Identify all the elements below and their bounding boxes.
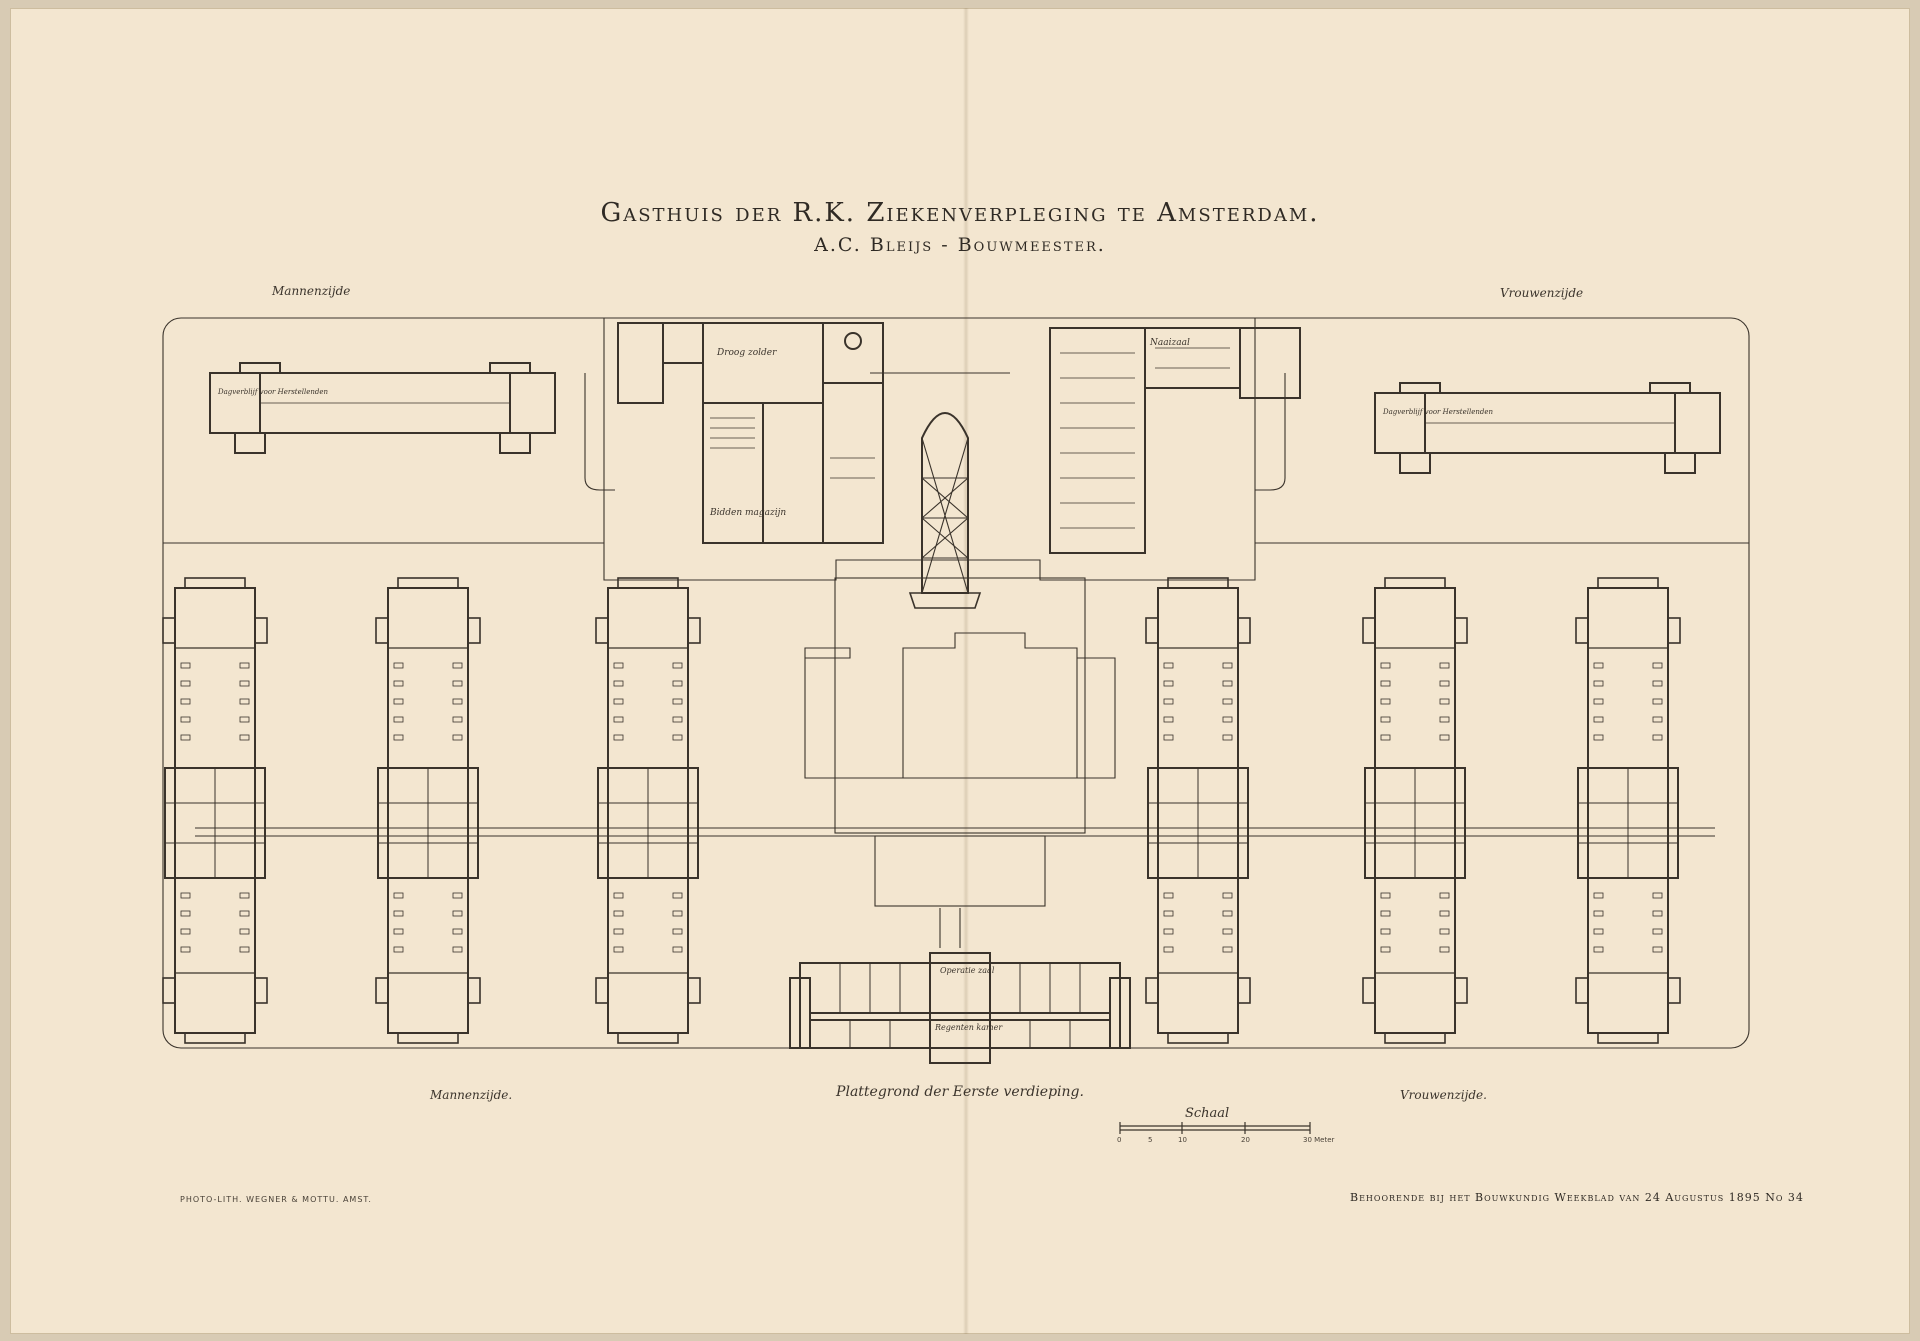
room-label: Naaizaal xyxy=(1150,338,1190,348)
site-boundary xyxy=(162,317,1750,1049)
label-bottom-left-side: Mannenzijde. xyxy=(430,1088,513,1102)
label-top-left-side: Mannenzijde xyxy=(272,284,351,298)
lithographer-credit: PHOTO-LITH. WEGNER & MOTTU. AMST. xyxy=(180,1195,372,1204)
scale-tick: 20 xyxy=(1241,1136,1250,1144)
service-block-right xyxy=(1049,327,1301,554)
drawing-subtitle: A.C. Bleijs - Bouwmeester. xyxy=(814,234,1106,256)
ward-pavilion xyxy=(1362,577,1468,1044)
room-label: Bidden magazijn xyxy=(710,508,787,518)
scale-tick: 0 xyxy=(1117,1136,1122,1144)
drawing-title: Gasthuis der R.K. Ziekenverpleging te Am… xyxy=(600,198,1320,228)
ward-pavilion xyxy=(595,577,701,1044)
label-top-right-side: Vrouwenzijde xyxy=(1500,286,1584,300)
pavilion-top-left xyxy=(209,362,556,454)
room-label: Operatie zaal xyxy=(940,966,995,975)
room-label: Regenten kamer xyxy=(935,1023,1003,1032)
plan-caption: Plattegrond der Eerste verdieping. xyxy=(836,1084,1084,1100)
ward-pavilion xyxy=(1145,577,1251,1044)
pavilion-top-right xyxy=(1374,382,1721,474)
publication-credit: Behoorende bij het Bouwkundig Weekblad v… xyxy=(1350,1191,1804,1204)
room-label: Droog zolder xyxy=(717,348,777,358)
scale-tick: 30 Meter xyxy=(1303,1136,1335,1144)
scale-bar xyxy=(1119,1122,1311,1134)
central-court xyxy=(834,577,1086,834)
room-label: Dagverblijf voor Herstellenden xyxy=(1383,408,1494,416)
drawing-sheet: Gasthuis der R.K. Ziekenverpleging te Am… xyxy=(10,8,1910,1334)
label-bottom-right-side: Vrouwenzijde. xyxy=(1400,1088,1487,1102)
center-fold xyxy=(963,8,969,1334)
room-label: Dagverblijf voor Herstellenden xyxy=(218,388,329,396)
connecting-building xyxy=(874,835,1046,907)
floor-plan xyxy=(162,317,1750,1134)
scale-tick: 10 xyxy=(1178,1136,1187,1144)
ward-pavilion xyxy=(1575,577,1681,1044)
chapel xyxy=(908,412,982,609)
bottom-block xyxy=(789,952,1131,1064)
scale-tick: 5 xyxy=(1148,1136,1153,1144)
scale-label: Schaal xyxy=(1185,1106,1230,1121)
service-block-left xyxy=(617,322,884,544)
ward-pavilion xyxy=(162,577,268,1044)
ward-pavilion xyxy=(375,577,481,1044)
